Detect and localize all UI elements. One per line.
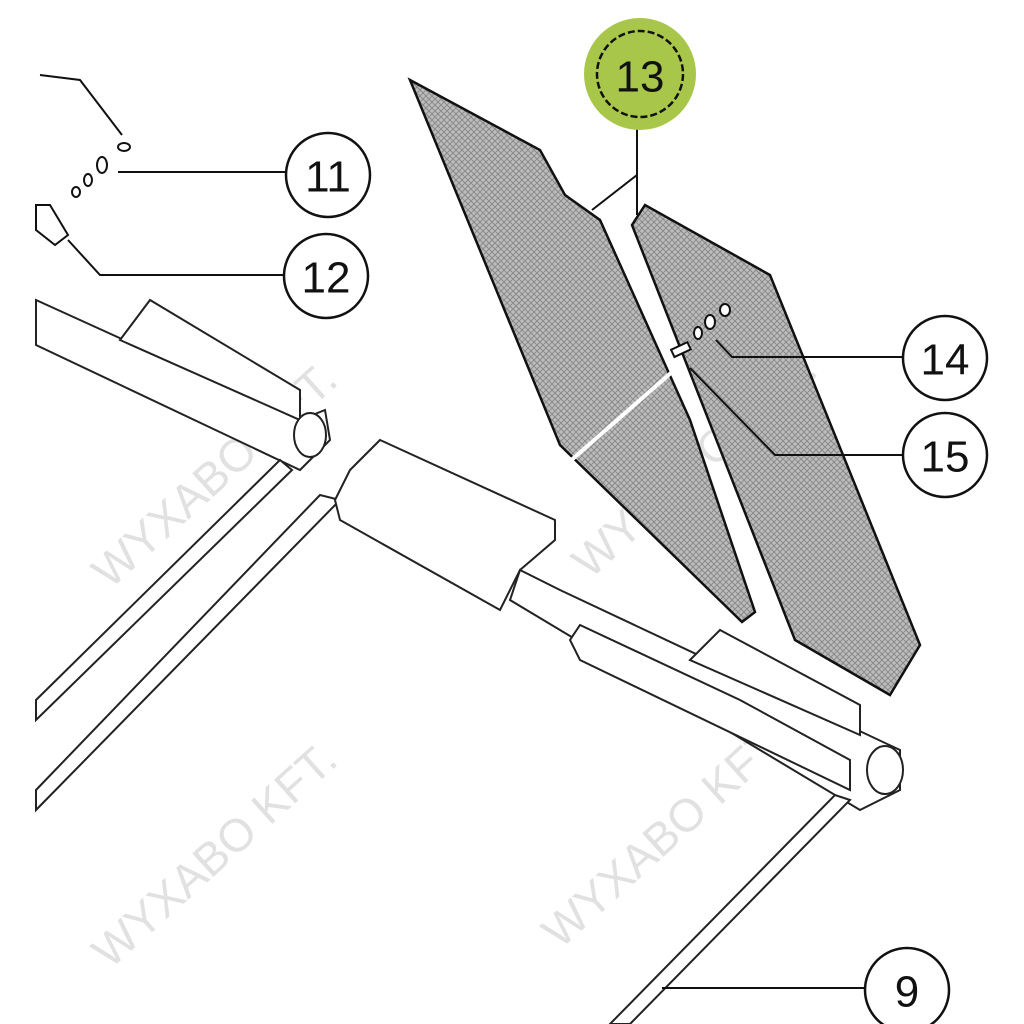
leader-lines <box>39 74 903 989</box>
callout-13-highlighted[interactable]: 13 <box>584 18 696 130</box>
callout-11[interactable]: 11 <box>284 131 372 219</box>
callout-15[interactable]: 15 <box>901 411 989 499</box>
callout-label: 13 <box>616 53 665 102</box>
callout-label: 9 <box>895 968 919 1017</box>
filter-panel-right <box>630 203 922 697</box>
callout-label: 15 <box>921 433 970 482</box>
callout-12[interactable]: 12 <box>282 232 370 320</box>
callout-14[interactable]: 14 <box>901 314 989 402</box>
watermark: WYXABO KFT. <box>82 732 347 978</box>
frame <box>35 298 904 1024</box>
callout-label: 14 <box>921 336 970 385</box>
callout-9[interactable]: 9 <box>863 946 951 1024</box>
callout-label: 11 <box>305 153 351 202</box>
hardware <box>35 142 731 359</box>
callout-label: 12 <box>302 254 351 303</box>
filter-panel-left <box>407 77 757 624</box>
